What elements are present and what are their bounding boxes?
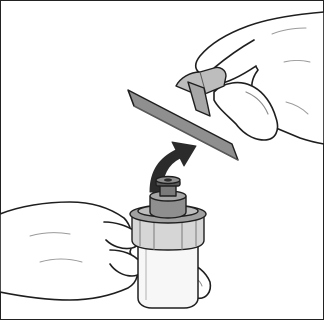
instruction-illustration [0, 0, 324, 320]
illustration-canvas [0, 0, 324, 320]
